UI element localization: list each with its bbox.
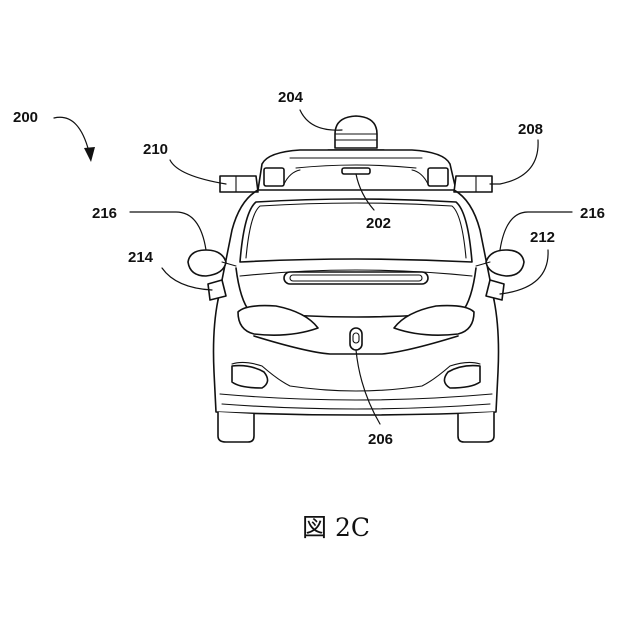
ref-202: 202 (366, 215, 391, 232)
figure-caption: 図 2C (302, 513, 370, 542)
mirror-left (188, 250, 236, 276)
ref-216-right: 216 (580, 205, 605, 222)
side-light-right (486, 280, 504, 300)
vehicle-drawing (188, 116, 524, 442)
roof-sensor-housing (258, 150, 456, 190)
hood-grille (284, 272, 428, 284)
side-sensor-right (454, 176, 492, 192)
front-sensor (350, 328, 362, 350)
ref-210: 210 (143, 141, 168, 158)
ref-204: 204 (278, 89, 304, 106)
ref-212: 212 (530, 229, 555, 246)
ref-208: 208 (518, 121, 543, 138)
ref-216-left: 216 (92, 205, 117, 222)
ref-206: 206 (368, 431, 393, 448)
ref-214: 214 (128, 249, 154, 266)
ref-200: 200 (13, 109, 38, 126)
mirror-right (476, 250, 524, 276)
